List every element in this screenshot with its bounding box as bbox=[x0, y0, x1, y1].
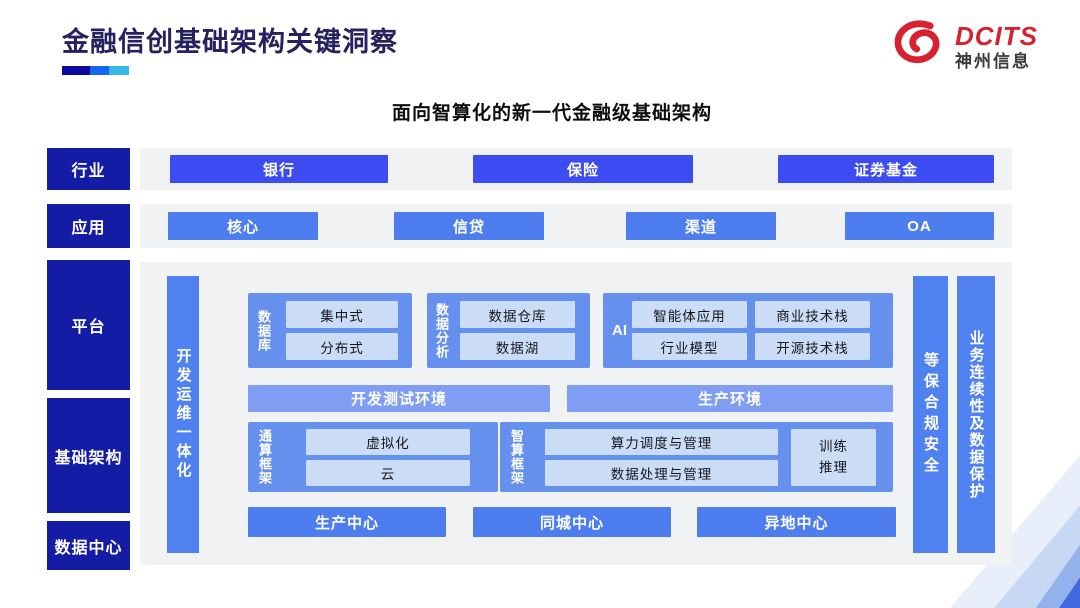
ai-compute-item-dataproc: 数据处理与管理 bbox=[545, 460, 778, 486]
database-group-label: 数据库 bbox=[256, 309, 271, 352]
page-title: 金融信创基础架构关键洞察 bbox=[62, 27, 398, 57]
swirl-icon bbox=[893, 18, 947, 77]
application-item-credit: 信贷 bbox=[394, 212, 544, 240]
general-compute-label: 通算框架 bbox=[257, 429, 272, 485]
database-item-centralized: 集中式 bbox=[286, 301, 398, 328]
accent-segment-cyan bbox=[109, 66, 129, 75]
ai-item-industry-models: 行业模型 bbox=[632, 333, 747, 360]
general-compute-item-virtualization: 虚拟化 bbox=[306, 429, 470, 455]
ai-compute-label: 智算框架 bbox=[509, 429, 524, 485]
ai-item-agent-apps: 智能体应用 bbox=[632, 301, 747, 328]
center-item-remote: 异地中心 bbox=[697, 507, 896, 537]
security-bar: 等保合规安全 bbox=[913, 276, 948, 553]
layer-label-platform: 平台 bbox=[47, 260, 130, 390]
analytics-item-lake: 数据湖 bbox=[460, 333, 575, 360]
general-compute-group: 通算框架 虚拟化 云 bbox=[248, 422, 498, 492]
env-bar-devtest: 开发测试环境 bbox=[248, 385, 550, 412]
accent-segment-blue bbox=[90, 66, 109, 75]
ai-compute-item-scheduling: 算力调度与管理 bbox=[545, 429, 778, 455]
inference-label: 推理 bbox=[819, 459, 848, 475]
industry-item-securities: 证券基金 bbox=[778, 155, 994, 183]
training-label: 训练 bbox=[819, 439, 848, 455]
devops-bar: 开发运维一体化 bbox=[167, 276, 199, 553]
general-compute-item-cloud: 云 bbox=[306, 460, 470, 486]
accent-segment-navy bbox=[62, 66, 90, 75]
ai-item-opensource-stack: 开源技术栈 bbox=[755, 333, 870, 360]
database-item-distributed: 分布式 bbox=[286, 333, 398, 360]
layer-label-industry: 行业 bbox=[47, 148, 130, 190]
layer-label-datacenter: 数据中心 bbox=[47, 521, 130, 570]
diagram-subtitle: 面向智算化的新一代金融级基础架构 bbox=[391, 103, 712, 124]
ai-compute-group: 智算框架 算力调度与管理 数据处理与管理 训练 推理 bbox=[500, 422, 893, 492]
analytics-group-label: 数据分析 bbox=[434, 302, 449, 359]
logo-brand-text: DCITS bbox=[955, 20, 1038, 51]
center-item-samecity: 同城中心 bbox=[473, 507, 671, 537]
env-bar-production: 生产环境 bbox=[567, 385, 893, 412]
analytics-group: 数据分析 数据仓库 数据湖 bbox=[427, 293, 590, 368]
logo-company-text: 神州信息 bbox=[955, 52, 1031, 72]
dcits-logo: DCITS 神州信息 bbox=[893, 16, 1063, 78]
continuity-bar: 业务连续性及数据保护 bbox=[957, 276, 995, 553]
ai-group-label: AI bbox=[612, 322, 627, 339]
center-item-production: 生产中心 bbox=[248, 507, 446, 537]
training-inference-box: 训练 推理 bbox=[791, 429, 876, 486]
industry-item-insurance: 保险 bbox=[473, 155, 693, 183]
database-group: 数据库 集中式 分布式 bbox=[248, 293, 412, 368]
application-item-core: 核心 bbox=[168, 212, 318, 240]
industry-item-bank: 银行 bbox=[170, 155, 388, 183]
title-accent-bar bbox=[62, 66, 129, 75]
layer-label-application: 应用 bbox=[47, 204, 130, 248]
ai-group: AI 智能体应用 商业技术栈 行业模型 开源技术栈 bbox=[603, 293, 893, 368]
analytics-item-warehouse: 数据仓库 bbox=[460, 301, 575, 328]
ai-item-commercial-stack: 商业技术栈 bbox=[755, 301, 870, 328]
layer-label-infrastructure: 基础架构 bbox=[47, 398, 130, 513]
application-item-channel: 渠道 bbox=[626, 212, 776, 240]
application-item-oa: OA bbox=[845, 212, 994, 240]
